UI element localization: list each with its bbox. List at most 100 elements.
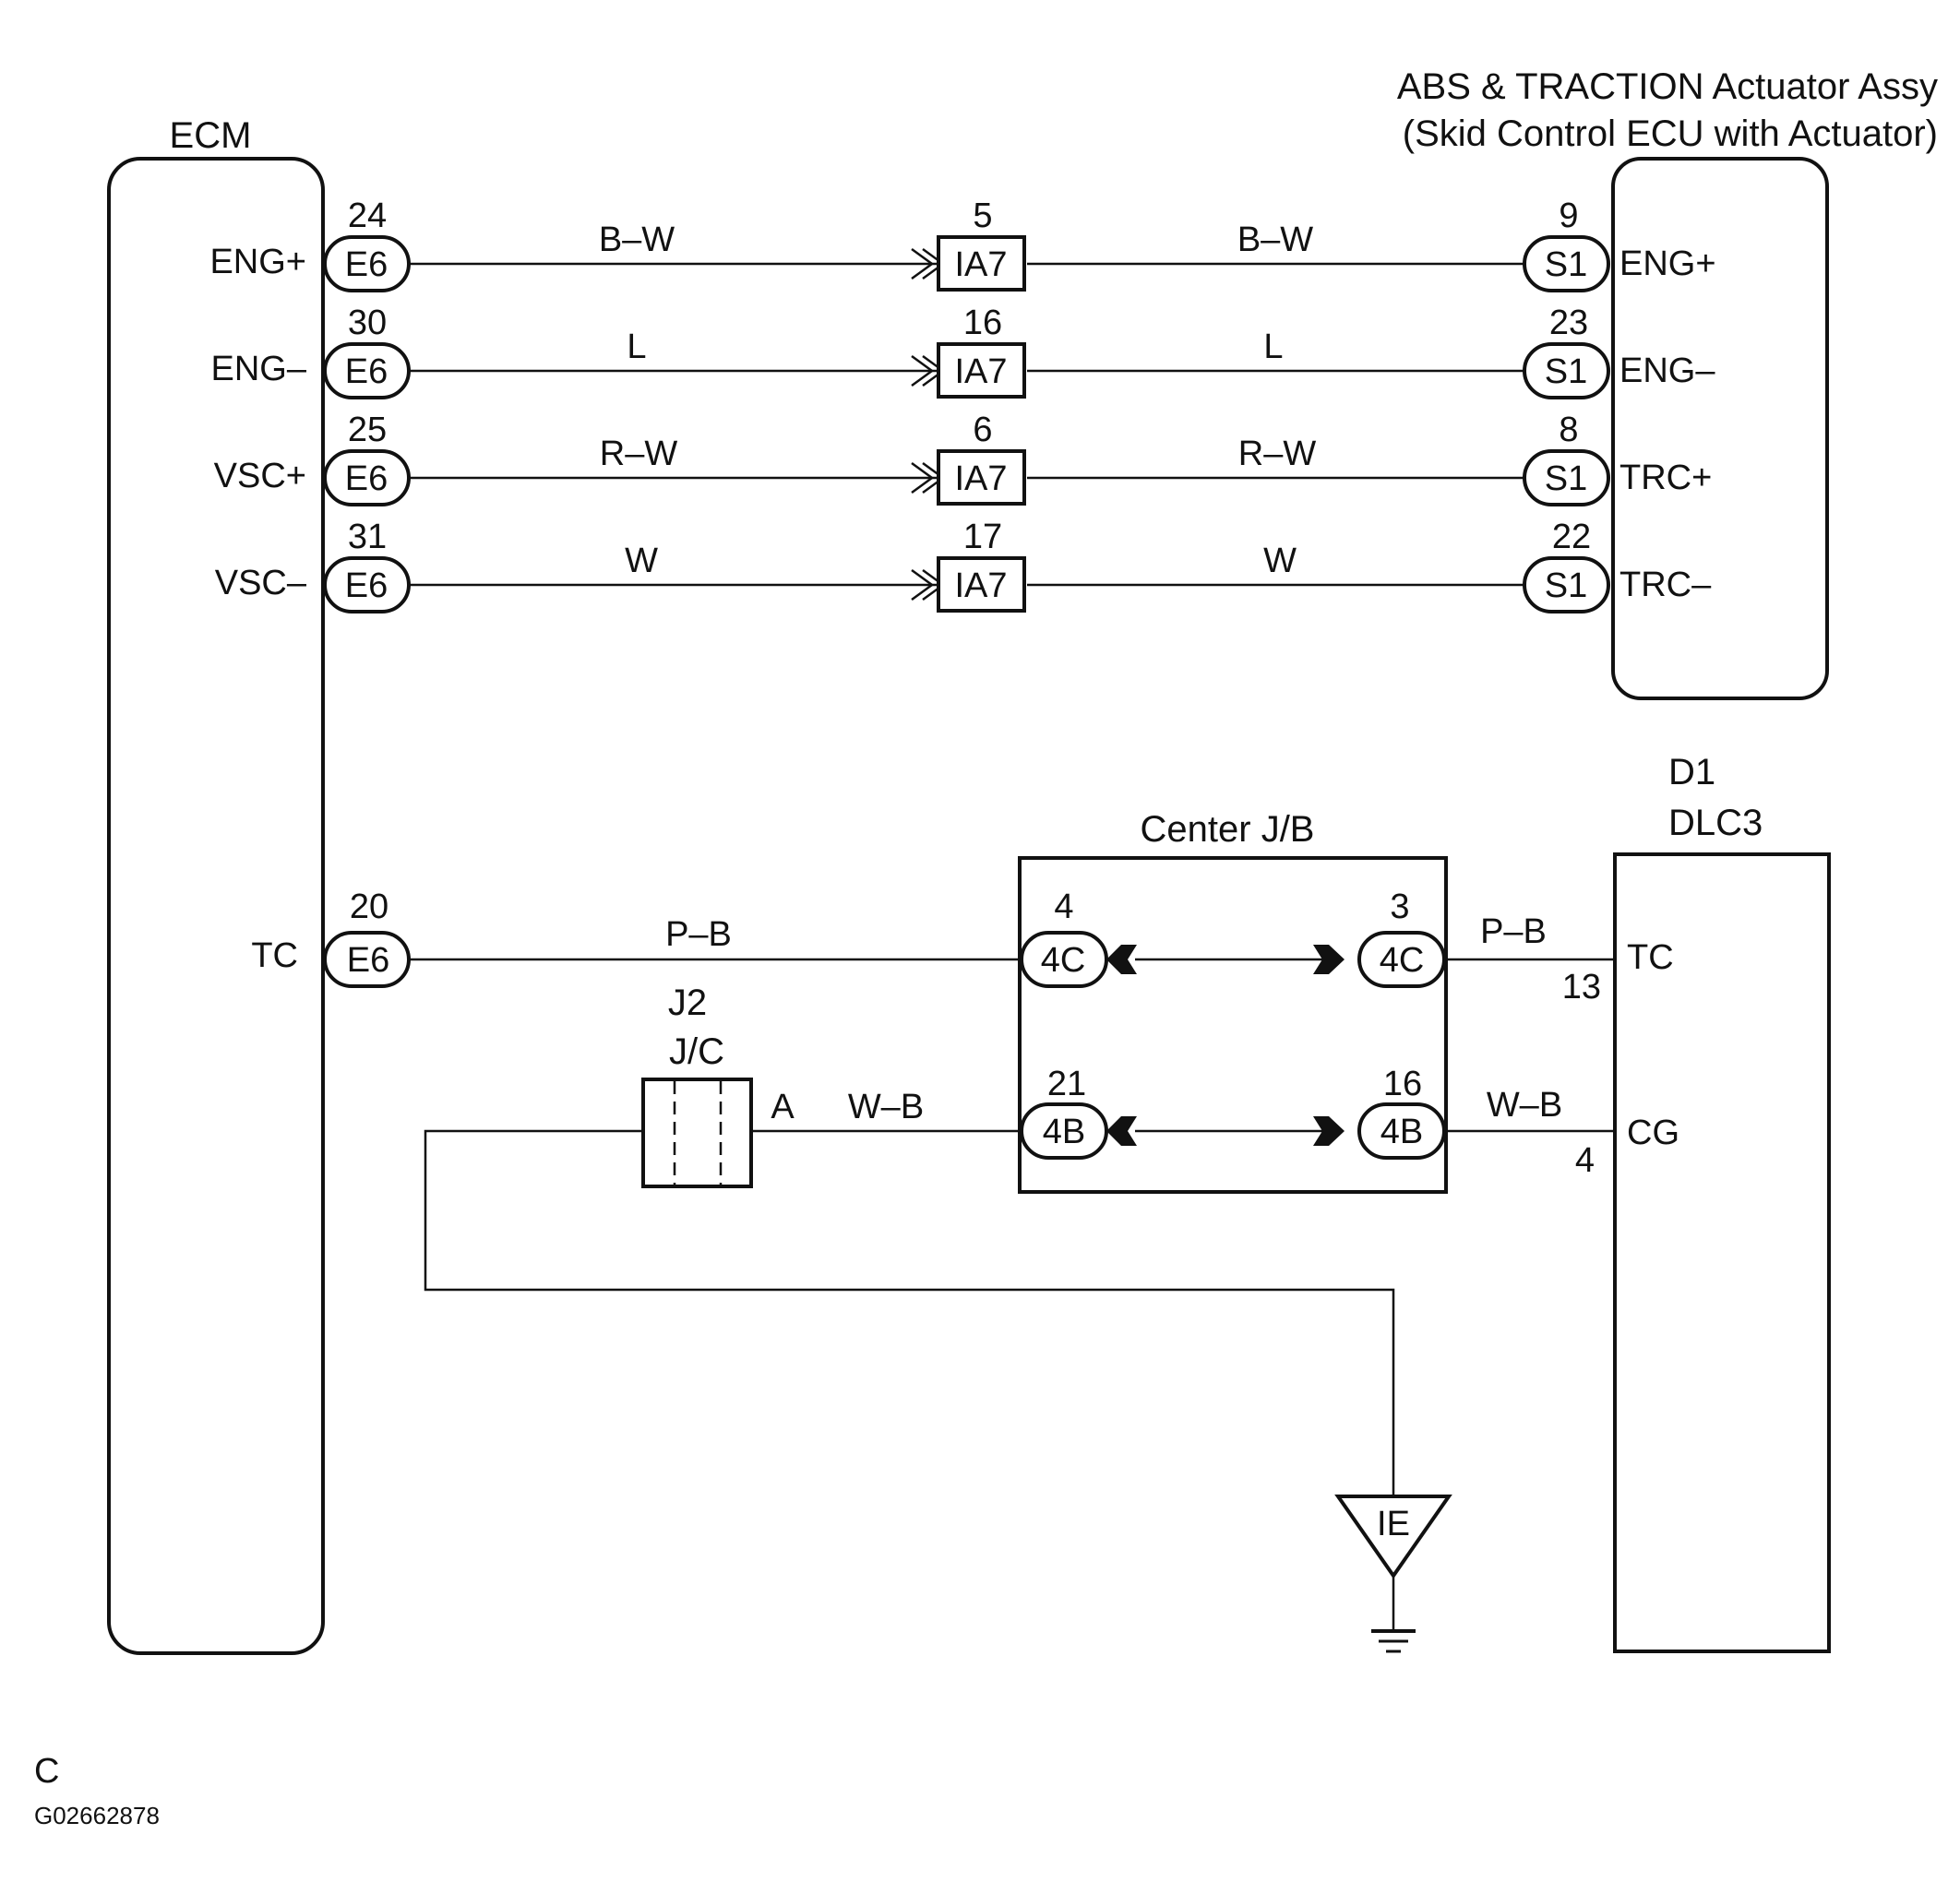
ecm-connector-pill [323, 556, 411, 613]
ecm-pin-number: 24 [348, 197, 387, 235]
actuator-connector-code: S1 [1545, 566, 1587, 605]
ecm-connector-code: E6 [345, 566, 388, 605]
center-jb-title: Center J/B [1141, 809, 1315, 850]
ecm-pin-number: 25 [348, 411, 387, 449]
dlc3-body [1613, 852, 1831, 1653]
inline-connector-code: IA7 [954, 566, 1007, 605]
footer-code: G02662878 [34, 1802, 160, 1829]
jb-tc-out-connector-code: 4C [1380, 941, 1425, 980]
ground-point: IE [1334, 1495, 1452, 1653]
actuator-connector-code: S1 [1545, 352, 1587, 391]
actuator-connector-code: S1 [1545, 245, 1587, 284]
inline-pin-number: 17 [963, 518, 1002, 556]
ground-point-label: IE [1377, 1505, 1410, 1543]
ecm-connector-code: E6 [345, 352, 388, 391]
ecm-tc-label: TC [251, 936, 298, 975]
ecm-component: ECM [107, 115, 325, 1655]
dlc3-component: D1 DLC3 TC 13 CG 4 [1562, 752, 1831, 1653]
actuator-connector-pill [1523, 342, 1610, 399]
inline-connector-code: IA7 [954, 245, 1007, 284]
wire-color-right: W [1263, 542, 1297, 580]
jb-tc-in-terminal-arrow [1106, 945, 1137, 974]
j2-body [641, 1078, 753, 1188]
cg-wire-color-left: W–B [848, 1088, 924, 1126]
jb-cg-in-terminal-arrow [1106, 1116, 1137, 1146]
actuator-pin-number: 8 [1559, 411, 1578, 449]
signal-row: VSC+ 25 E6 R–W 6 IA7 R–W 8 S1 TRC+ [214, 411, 1712, 506]
jb-cg-out-connector-pill [1357, 1102, 1446, 1160]
ecm-terminal-label: VSC+ [214, 457, 306, 495]
tc-wire-color-left: P–B [665, 915, 732, 954]
inline-pin-number: 6 [973, 411, 992, 449]
ecm-pin-number: 31 [348, 518, 387, 556]
jb-cg-out-pin-number: 16 [1383, 1065, 1422, 1103]
actuator-body [1611, 157, 1829, 700]
tc-wire-color-right: P–B [1480, 912, 1547, 951]
dlc3-pin-number-tc: 13 [1562, 968, 1601, 1007]
inline-connector-box [937, 342, 1026, 399]
actuator-connector-pill [1523, 449, 1610, 506]
wire-color-left: W [625, 542, 658, 580]
ecm-terminal-label: ENG– [211, 350, 307, 388]
wire-color-right: R–W [1238, 435, 1317, 473]
jb-tc-out-pin-number: 3 [1390, 887, 1409, 926]
wire-color-left: B–W [599, 220, 675, 259]
inline-connector-box [937, 235, 1026, 292]
actuator-terminal-label: TRC– [1619, 566, 1712, 604]
ecm-connector-pill [323, 449, 411, 506]
cg-circuit: W–B 21 4B 16 4B W–B [424, 1065, 1615, 1496]
jb-tc-out-connector-pill [1357, 931, 1446, 988]
ecm-connector-pill [323, 235, 411, 292]
actuator-connector-code: S1 [1545, 459, 1587, 498]
junction-connector-j2: J2 J/C A [641, 983, 795, 1188]
wire-color-left: R–W [600, 435, 678, 473]
signal-row: ENG– 30 E6 L 16 IA7 L 23 S1 ENG– [211, 304, 1715, 399]
actuator-pin-number: 23 [1549, 304, 1588, 342]
cg-wire-color-right: W–B [1487, 1086, 1562, 1125]
ecm-connector-code: E6 [345, 245, 388, 284]
footer-letter: C [34, 1752, 59, 1791]
dlc3-title: DLC3 [1668, 803, 1763, 843]
dlc3-pin-label-cg: CG [1627, 1114, 1679, 1152]
inline-connector-code: IA7 [954, 459, 1007, 498]
ecm-tc-connector-code: E6 [347, 941, 389, 980]
actuator-connector-pill [1523, 235, 1610, 292]
dlc3-id: D1 [1668, 752, 1715, 792]
inline-connector-code: IA7 [954, 352, 1007, 391]
ecm-body [107, 157, 325, 1655]
j2-title: J/C [669, 1031, 724, 1072]
ecm-title: ECM [170, 115, 252, 156]
ecm-terminal-label: VSC– [215, 564, 307, 602]
actuator-pin-number: 22 [1552, 518, 1591, 556]
inline-pin-number: 16 [963, 304, 1002, 342]
dlc3-pin-number-cg: 4 [1575, 1141, 1595, 1180]
signal-row: VSC– 31 E6 W 17 IA7 W 22 S1 TRC– [215, 518, 1712, 613]
wire-color-left: L [627, 328, 646, 366]
jb-tc-in-pin-number: 4 [1054, 887, 1073, 926]
ecm-connector-pill [323, 342, 411, 399]
ecm-pin-number: 30 [348, 304, 387, 342]
ground-point-triangle [1334, 1495, 1452, 1579]
dlc3-pin-label-tc: TC [1627, 938, 1674, 977]
actuator-title-line1: ABS & TRACTION Actuator Assy [1397, 66, 1938, 107]
jb-tc-in-connector-code: 4C [1041, 941, 1086, 980]
wire-color-right: L [1263, 328, 1283, 366]
actuator-terminal-label: ENG– [1619, 351, 1715, 390]
signal-row: ENG+ 24 E6 B–W 5 IA7 B–W 9 S1 ENG+ [209, 197, 1716, 292]
ecm-tc-pin-number: 20 [350, 887, 388, 926]
actuator-component: ABS & TRACTION Actuator Assy (Skid Contr… [1397, 66, 1938, 700]
j2-id: J2 [668, 983, 707, 1023]
ground-wire [424, 1129, 1395, 1496]
jb-cg-in-connector-code: 4B [1043, 1113, 1085, 1151]
inline-connector-box [937, 449, 1026, 506]
ecm-tc-connector-pill [323, 931, 411, 988]
ground-icon [1371, 1629, 1416, 1653]
jb-tc-out-terminal-arrow [1313, 945, 1345, 974]
actuator-connector-pill [1523, 556, 1610, 613]
ecm-connector-code: E6 [345, 459, 388, 498]
jb-cg-out-connector-code: 4B [1380, 1113, 1423, 1151]
wire-color-right: B–W [1237, 220, 1313, 259]
j2-terminal-label: A [771, 1088, 795, 1126]
actuator-title-line2: (Skid Control ECU with Actuator) [1403, 113, 1938, 154]
